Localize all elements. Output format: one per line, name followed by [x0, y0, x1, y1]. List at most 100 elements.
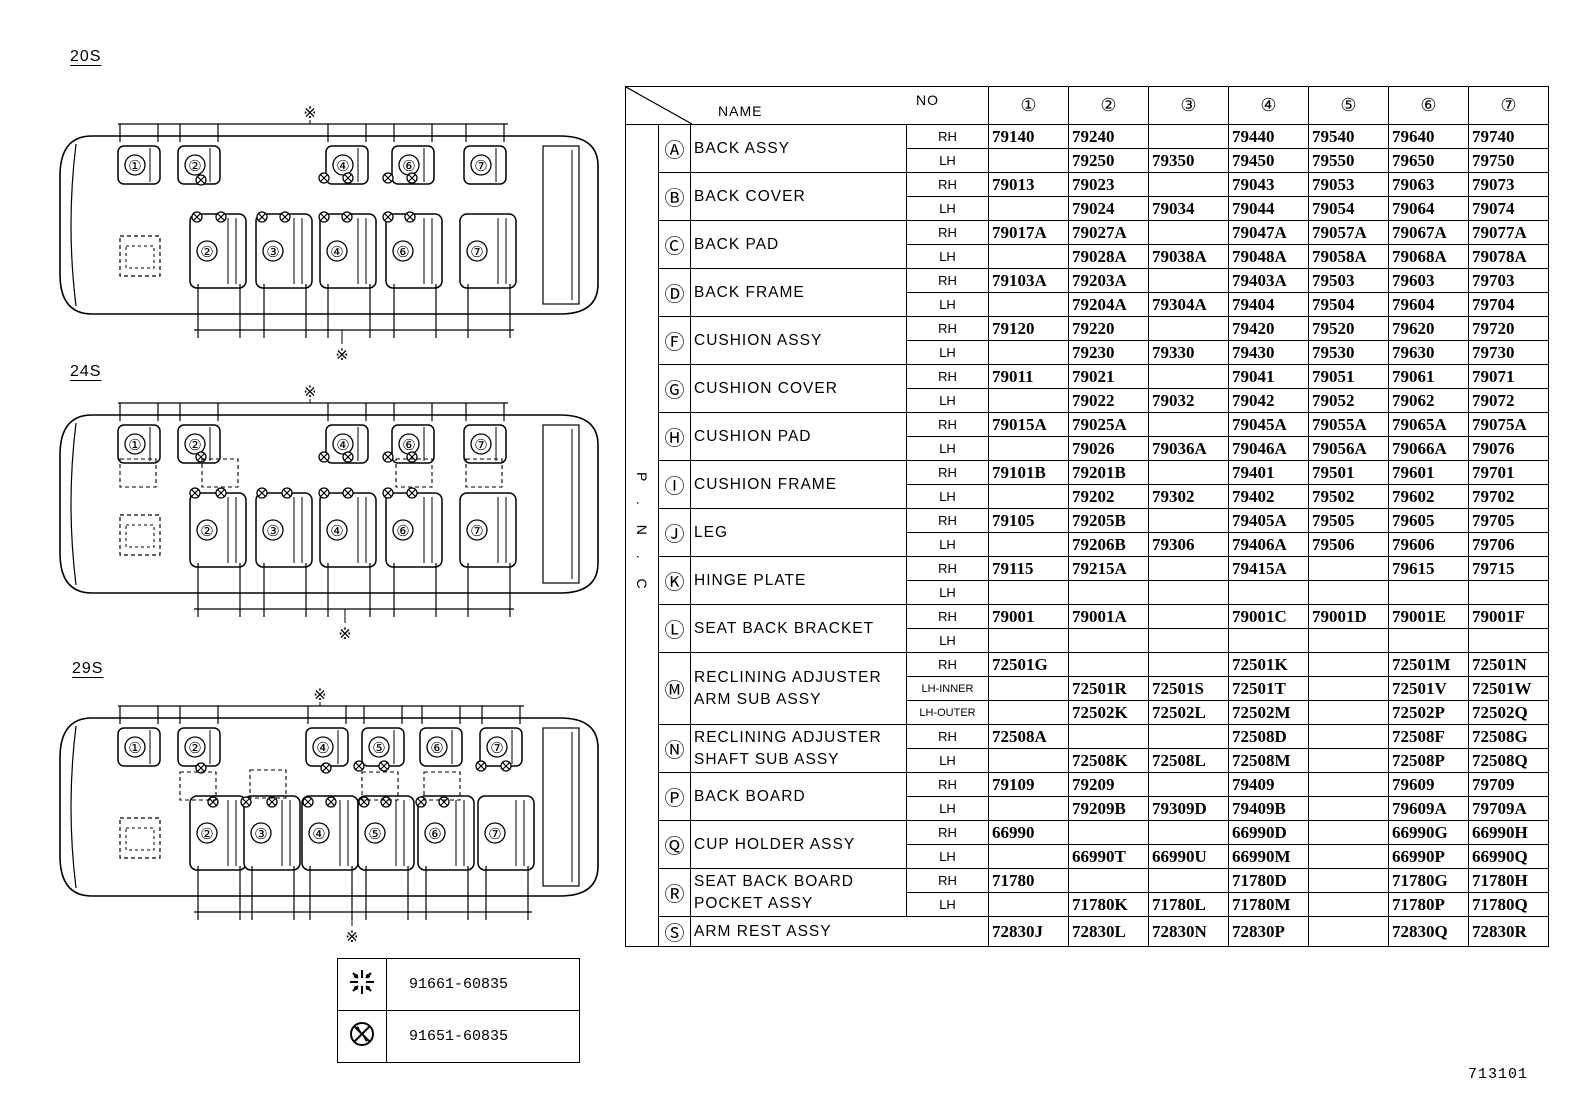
folding-seat: [201, 458, 239, 488]
part-number-cell: 79024: [1068, 196, 1149, 221]
part-number-cell: 79067A: [1388, 220, 1469, 245]
part-number-cell: 79520: [1308, 316, 1389, 341]
driver-seat-inner: [125, 524, 155, 548]
bolt-cross: [417, 798, 425, 806]
side-label: LH: [906, 892, 989, 917]
bolt-cross: [268, 798, 276, 806]
part-number-cell: 71780L: [1148, 892, 1229, 917]
legend-part-number: 91661-60835: [386, 958, 580, 1011]
seat-number: ⑦: [474, 158, 487, 175]
seat-number-circle: [312, 736, 334, 758]
part-number-cell: 79202: [1068, 484, 1149, 509]
part-number-cell: 79330: [1148, 340, 1229, 365]
part-number-cell: 79609: [1388, 772, 1469, 797]
part-number-cell: 79409B: [1228, 796, 1309, 821]
part-number-cell: [1148, 460, 1229, 485]
seat-number-circle: [392, 240, 414, 262]
part-number-cell: 66990: [988, 820, 1069, 845]
part-number-cell: 79027A: [1068, 220, 1149, 245]
bolt-cross: [502, 762, 510, 770]
part-number-cell: 79250: [1068, 148, 1149, 173]
asterisk-mark: ※: [303, 105, 316, 122]
part-number-cell: 72501S: [1148, 676, 1229, 701]
part-number-cell: 79609A: [1388, 796, 1469, 821]
part-number-cell: [1308, 844, 1389, 869]
part-letter: Ⓙ: [658, 508, 691, 557]
side-label: LH: [906, 340, 989, 365]
part-number-cell: 72501M: [1388, 652, 1469, 677]
seat-number: ⑦: [470, 244, 483, 261]
side-label: LH: [906, 628, 989, 653]
part-number-cell: 79420: [1228, 316, 1309, 341]
driver-seat-inner: [125, 245, 155, 269]
seat-number: ⑦: [470, 523, 483, 540]
part-number-cell: 79015A: [988, 412, 1069, 437]
part-number-cell: [988, 196, 1069, 221]
part-name: CUSHION FRAME: [690, 460, 907, 509]
part-number-cell: 72501V: [1388, 676, 1469, 701]
part-name: BACK FRAME: [690, 268, 907, 317]
part-number-cell: 79430: [1228, 340, 1309, 365]
part-number-cell: 72502P: [1388, 700, 1469, 725]
folding-seat: [119, 458, 157, 488]
part-number-cell: 79230: [1068, 340, 1149, 365]
part-number-cell: 79011: [988, 364, 1069, 389]
legend-part-number: 91651-60835: [386, 1010, 580, 1063]
seat-number: ⑦: [488, 826, 501, 843]
bolt-cross: [384, 489, 392, 497]
column-header-4: ④: [1228, 86, 1309, 125]
part-number-cell: 79601: [1388, 460, 1469, 485]
part-number-cell: 79750: [1468, 148, 1549, 173]
bus-outline: [59, 414, 599, 594]
part-number-cell: 79065A: [1388, 412, 1469, 437]
bolt-cross: [217, 489, 225, 497]
seat-number: ⑥: [396, 523, 409, 540]
part-number-cell: 66990U: [1148, 844, 1229, 869]
part-number-cell: 79406A: [1228, 532, 1309, 557]
part-number-cell: 79073: [1468, 172, 1549, 197]
seat-number: ④: [312, 826, 325, 843]
side-label: RH: [906, 124, 989, 149]
seat-number: ①: [128, 740, 141, 757]
part-name: BACK PAD: [690, 220, 907, 269]
bolt-cross: [477, 762, 485, 770]
part-number-cell: [988, 244, 1069, 269]
part-number-cell: 79140: [988, 124, 1069, 149]
part-number-cell: 79240: [1068, 124, 1149, 149]
bolt-cross: [343, 213, 351, 221]
bolt-cross: [281, 213, 289, 221]
seat-number-circle: [184, 736, 206, 758]
part-number-cell: [1068, 868, 1149, 893]
seat-number-circle: [124, 154, 146, 176]
driver-seat: [119, 817, 161, 859]
bolt-cross: [320, 174, 328, 182]
folding-seat: [395, 458, 433, 488]
bolt-cross: [406, 213, 414, 221]
part-number-cell: 79072: [1468, 388, 1549, 413]
asterisk-mark: ※: [345, 929, 358, 946]
part-name: HINGE PLATE: [690, 556, 907, 605]
part-number-cell: 79502: [1308, 484, 1389, 509]
side-label: LH-OUTER: [906, 700, 989, 725]
part-number-cell: 66990H: [1468, 820, 1549, 845]
part-number-cell: 79044: [1228, 196, 1309, 221]
part-number-cell: 72508G: [1468, 724, 1549, 749]
part-number-cell: 79215A: [1068, 556, 1149, 581]
part-number-cell: 79036A: [1148, 436, 1229, 461]
part-number-cell: 79048A: [1228, 244, 1309, 269]
side-label: LH: [906, 148, 989, 173]
side-label: LH: [906, 436, 989, 461]
column-header-6: ⑥: [1388, 86, 1469, 125]
part-letter: Ⓜ: [658, 652, 691, 725]
bus-outline: [59, 135, 599, 315]
bolt-cross: [344, 489, 352, 497]
part-number-cell: [1148, 268, 1229, 293]
part-number-cell: 79706: [1468, 532, 1549, 557]
